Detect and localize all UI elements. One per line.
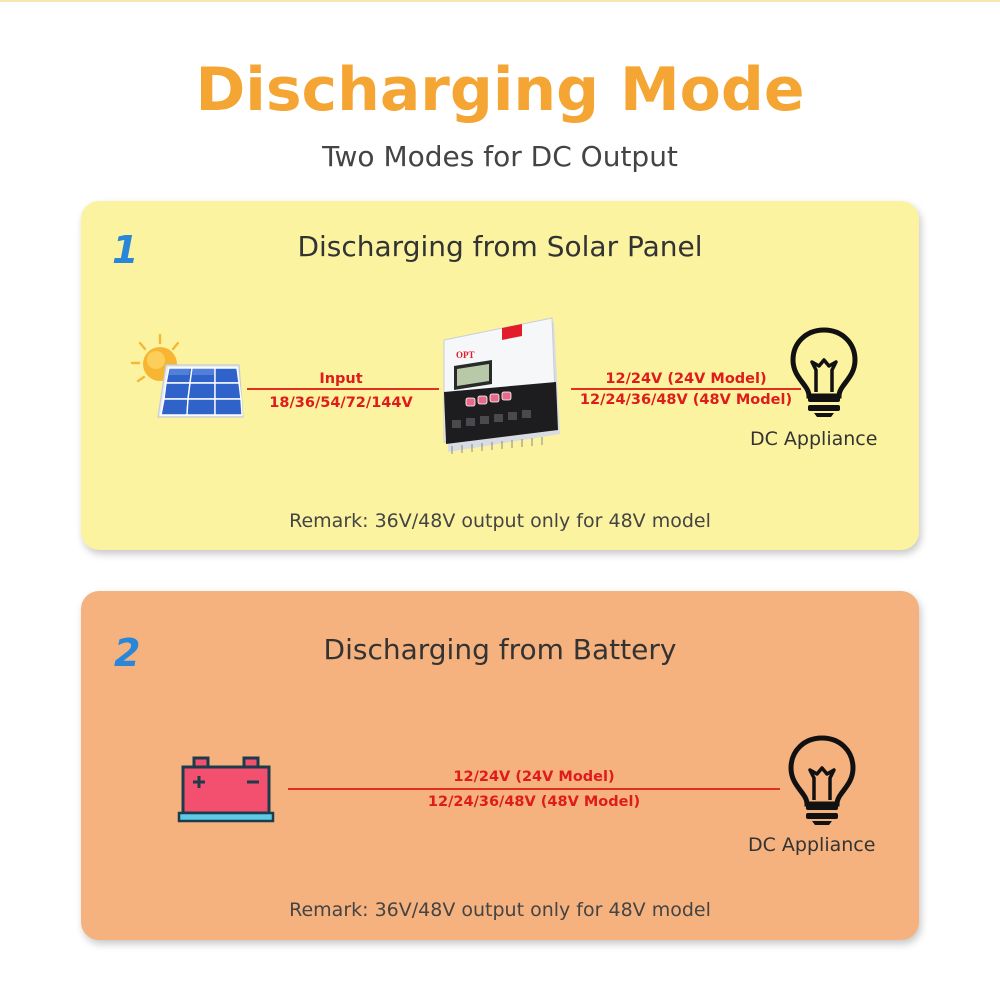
output-line	[288, 788, 780, 790]
light-bulb-icon	[788, 735, 856, 825]
mode-number: 1	[112, 228, 139, 272]
input-voltages: 18/36/54/72/144V	[269, 395, 413, 411]
mode-title: Discharging from Solar Panel	[297, 230, 703, 263]
remark: Remark: 36V/48V output only for 48V mode…	[289, 899, 711, 921]
battery-icon	[177, 756, 275, 823]
input-label: Input	[319, 371, 363, 387]
page-title: Discharging Mode	[195, 55, 805, 125]
dc-appliance-label: DC Appliance	[748, 834, 876, 856]
remark: Remark: 36V/48V output only for 48V mode…	[289, 510, 711, 532]
input-line	[247, 388, 439, 390]
output-line	[571, 388, 801, 390]
controller-brand: OPT	[456, 350, 475, 360]
output-line2: 12/24/36/48V (48V Model)	[579, 392, 793, 408]
mode-number: 2	[114, 631, 141, 675]
dc-appliance-label: DC Appliance	[750, 428, 878, 450]
mode-card-solar: 1 Discharging from Solar Panel	[81, 201, 919, 550]
mode-card-battery: 2 Discharging from Battery 12/24V (24V M…	[81, 591, 919, 940]
mode-title: Discharging from Battery	[323, 633, 677, 666]
charge-controller-image: OPT	[443, 317, 560, 454]
output-line2: 12/24/36/48V (48V Model)	[427, 794, 641, 810]
top-divider	[0, 0, 1000, 2]
light-bulb-icon	[790, 327, 858, 417]
output-line1: 12/24V (24V Model)	[453, 769, 615, 785]
solar-panel-icon	[130, 333, 244, 418]
output-line1: 12/24V (24V Model)	[605, 371, 767, 387]
page-subtitle: Two Modes for DC Output	[322, 140, 678, 173]
